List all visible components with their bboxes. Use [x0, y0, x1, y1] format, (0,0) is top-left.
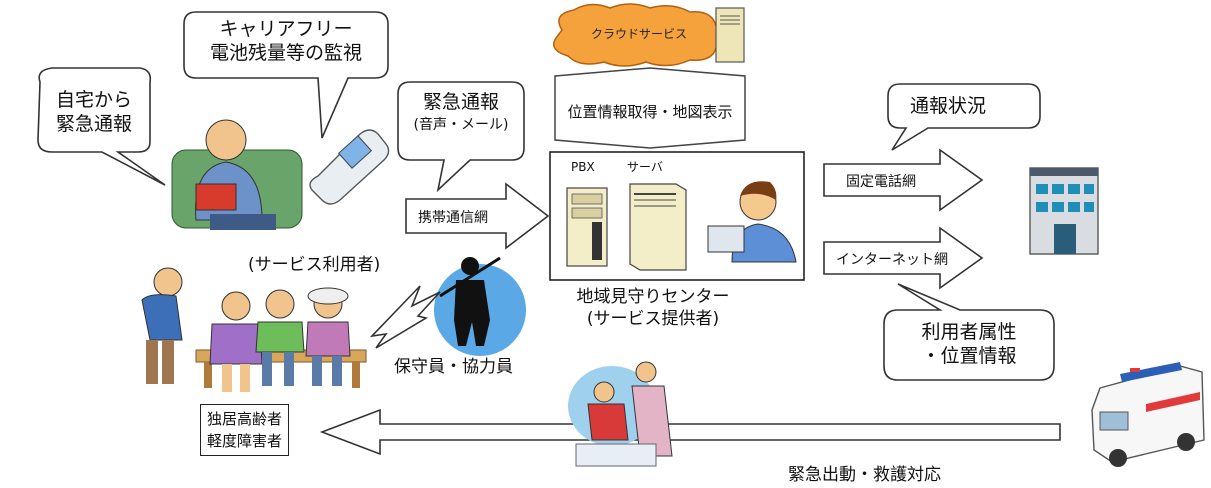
operator-icon	[707, 181, 797, 263]
server-icon	[629, 183, 687, 271]
mobile-network-arrow	[405, 182, 550, 250]
bubble-carrier-line2: 電池残量等の監視	[209, 42, 362, 64]
pbx-icon	[566, 187, 608, 267]
emergency-response-arrow	[319, 408, 1061, 456]
bubble-carrier-text: キャリアフリー 電池残量等の監視	[186, 17, 386, 65]
center-label-line1: 地域見守りセンター	[576, 287, 730, 307]
service-user-label: (サービス利用者)	[248, 255, 381, 275]
bubble-emergency-text: 緊急通報 (音声・メール)	[400, 90, 522, 134]
bubble-home-emergency	[37, 67, 166, 186]
center-label-line2: (サービス提供者)	[586, 309, 720, 329]
maintenance-worker-icon	[434, 256, 526, 356]
dispatch-label: 緊急出動・救護対応	[788, 465, 941, 485]
bubble-carrier-line1: キャリアフリー	[219, 18, 353, 40]
bubble-attr-line1: 利用者属性	[921, 321, 1017, 343]
target-line2: 軽度障害者	[207, 432, 283, 450]
building-icon	[1029, 167, 1099, 255]
location-label: 位置情報取得・地図表示	[567, 103, 733, 121]
center-label: 地域見守りセンター (サービス提供者)	[568, 286, 738, 330]
internet-network-arrow	[823, 226, 984, 290]
bubble-emergency-line2: (音声・メール)	[413, 117, 509, 133]
internet-network-label: インターネット網	[836, 252, 948, 268]
bubble-carrier-free	[183, 11, 389, 139]
mobile-phone-icon	[309, 129, 390, 205]
cloud-server-icon	[715, 7, 745, 63]
bubble-home-text: 自宅から 緊急通報	[46, 88, 142, 136]
bubble-status-text: 通報状況	[910, 95, 987, 117]
bubble-emergency-line1: 緊急通報	[422, 91, 499, 113]
dispatch-to-users-arrow	[369, 285, 441, 349]
bubble-home-line2: 緊急通報	[55, 113, 132, 135]
elderly-group-icon	[141, 267, 367, 392]
cloud-service	[553, 3, 745, 67]
cloud-center-double-arrow	[554, 67, 746, 149]
fixed-phone-network-arrow	[823, 148, 984, 212]
target-users-box: 独居高齢者 軽度障害者	[200, 404, 290, 456]
bubble-user-attributes	[883, 283, 1055, 381]
bubble-attr-text: 利用者属性 ・位置情報	[886, 320, 1052, 368]
fixed-network-label: 固定電話網	[846, 174, 916, 190]
bubble-home-line1: 自宅から	[55, 89, 132, 111]
staff-label: 保守員・協力員	[394, 357, 513, 377]
rescue-scene-icon	[568, 361, 673, 467]
elderly-reading-icon	[171, 119, 303, 230]
pbx-label: PBX	[571, 160, 595, 174]
mobile-network-label: 携帯通信網	[418, 210, 488, 226]
target-line1: 独居高齢者	[207, 410, 283, 428]
cloud-label: クラウドサービス	[590, 27, 687, 41]
bubble-report-status	[887, 83, 1041, 151]
bubble-emergency-report	[397, 81, 525, 193]
server-label: サーバ	[627, 160, 663, 174]
bubble-attr-line2: ・位置情報	[921, 345, 1017, 367]
monitoring-center-box	[549, 151, 805, 281]
ambulance-icon	[1091, 362, 1205, 467]
